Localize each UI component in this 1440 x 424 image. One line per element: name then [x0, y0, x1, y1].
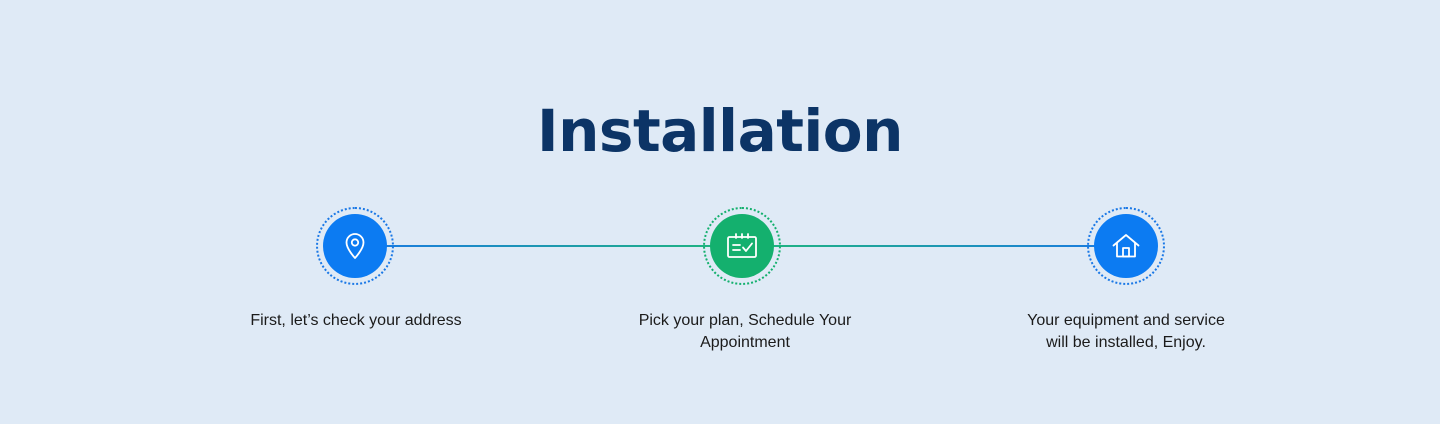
step-1-caption-line-1: First, let’s check your address — [250, 312, 462, 329]
step-3-caption: Your equipment and service will be insta… — [966, 310, 1286, 354]
calendar-check-icon — [727, 233, 757, 258]
step-connector-2-3 — [742, 245, 1126, 247]
step-connector-1-2 — [355, 245, 742, 247]
step-3-circle — [1094, 214, 1158, 278]
map-pin-icon — [345, 233, 365, 259]
step-2-ring — [703, 207, 781, 285]
step-3-caption-line-2: will be installed, Enjoy. — [1046, 334, 1206, 351]
step-2-caption: Pick your plan, Schedule Your Appointmen… — [585, 310, 905, 354]
step-2-caption-line-1: Pick your plan, Schedule Your — [638, 312, 852, 329]
step-1-ring — [316, 207, 394, 285]
section-title: Installation — [537, 97, 903, 165]
step-3-caption-line-1: Your equipment and service — [1027, 312, 1225, 329]
step-3-ring — [1087, 207, 1165, 285]
step-2-caption-line-2: Appointment — [700, 334, 790, 351]
home-icon — [1112, 234, 1140, 258]
step-2-circle — [710, 214, 774, 278]
step-1-caption: First, let’s check your address — [196, 310, 516, 332]
step-1-circle — [323, 214, 387, 278]
